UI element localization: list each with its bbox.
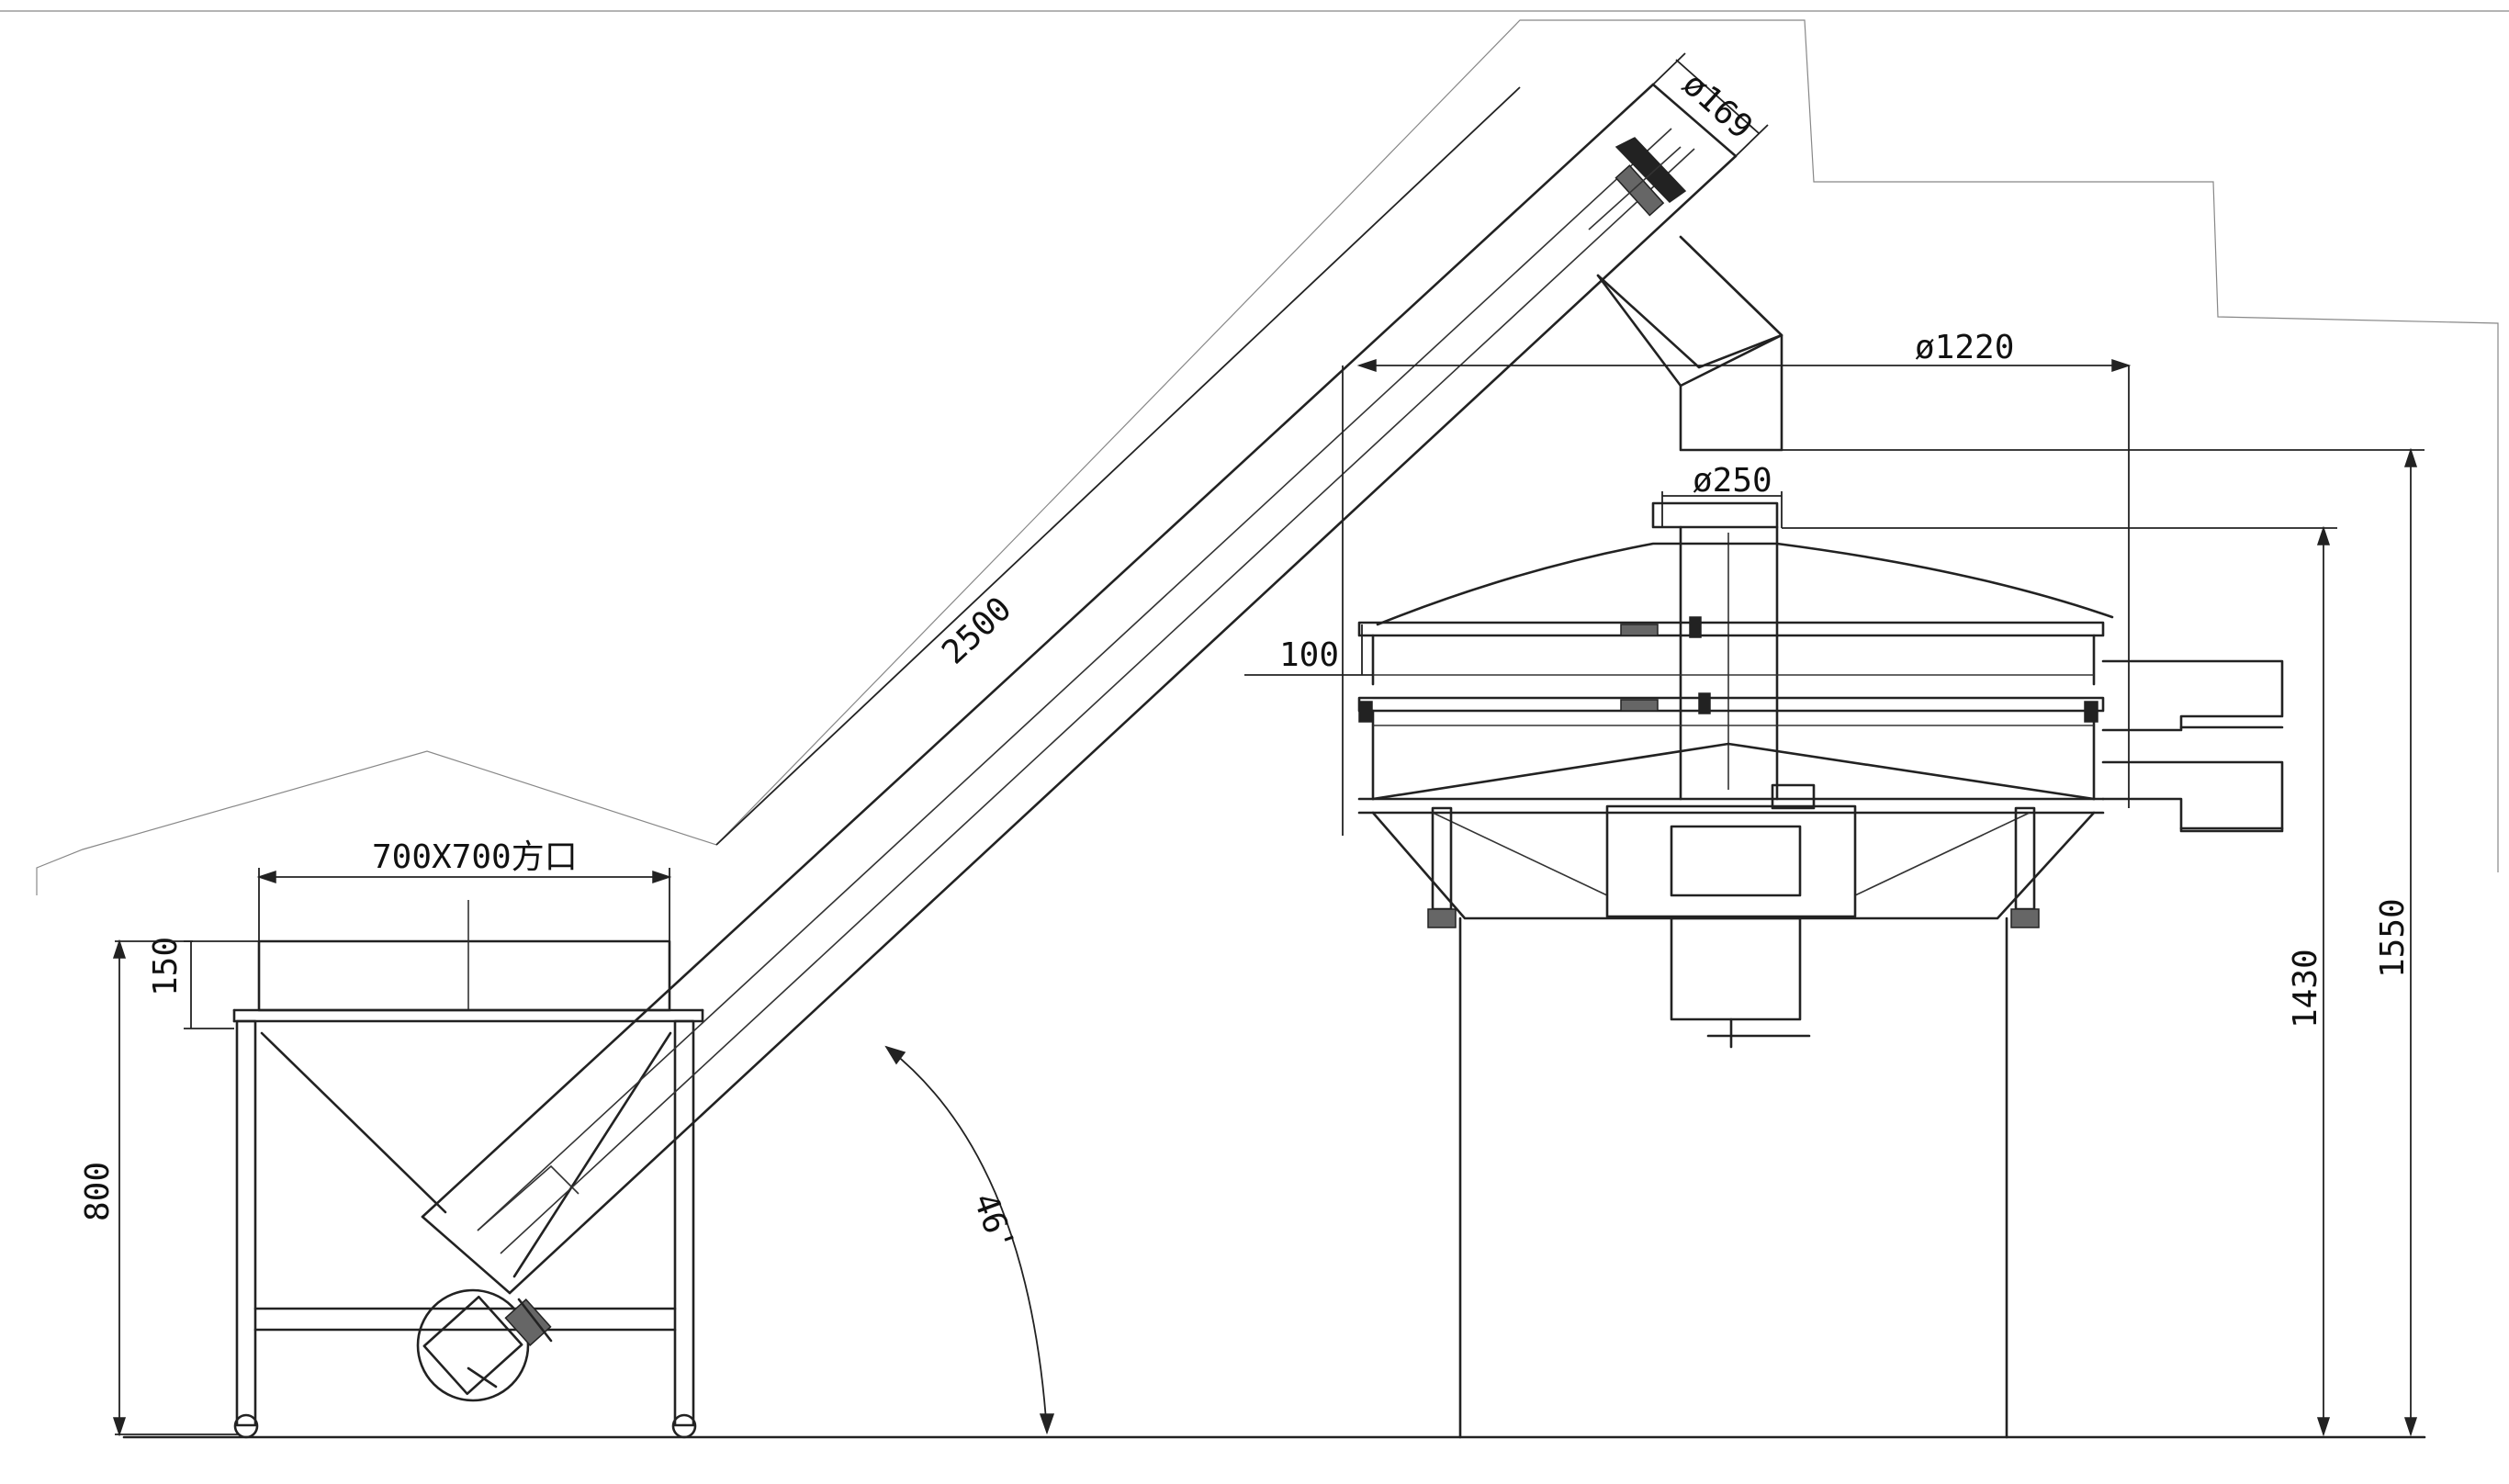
top-bearing-flange <box>1588 137 1687 230</box>
hopper-dimensions: 700X700方口 150 800 <box>79 838 672 1437</box>
hopper-height-label: 800 <box>79 1162 117 1221</box>
total-height-label: 1550 <box>2374 898 2412 978</box>
hopper-opening-label: 700X700方口 <box>372 838 578 876</box>
deck-spacing-label: 100 <box>1279 636 1339 674</box>
screw-conveyor <box>416 83 1783 1402</box>
screen-diameter-label: ø1220 <box>1915 329 2014 366</box>
hopper-lip-label: 150 <box>147 937 185 996</box>
screen-height-label: 1430 <box>2287 949 2324 1029</box>
spring-supports <box>1427 806 2040 928</box>
conveyor-diameter-label: ø169 <box>1675 65 1760 146</box>
outlet-spouts <box>2101 659 2284 833</box>
drive-motor <box>416 1288 553 1402</box>
inlet-diameter-label: ø250 <box>1693 462 1772 500</box>
vibrating-screen <box>1357 501 2284 1439</box>
feed-hopper <box>232 900 704 1439</box>
drawing-border-outline <box>0 10 2509 895</box>
screen-dimensions: ø1220 ø250 100 1430 1550 <box>1244 329 2425 1437</box>
conveyor-length-label: 2500 <box>935 590 1018 671</box>
conveyor-angle-label: 46' <box>966 1188 1022 1257</box>
conveyor-dimensions: 2500 ø169 46' <box>715 52 1769 1435</box>
